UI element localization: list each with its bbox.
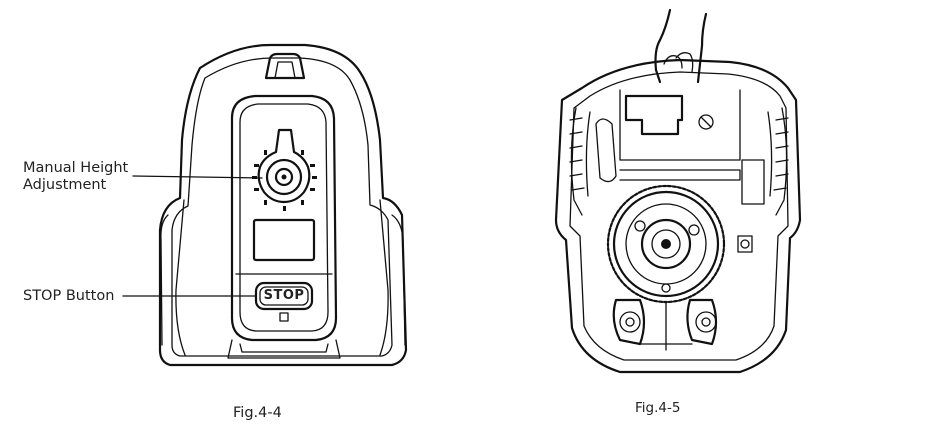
figure-caption: Fig.4-5 [635,400,681,416]
figure-4-4: STOP Manual Height Adjustment STOP Butto… [23,43,408,421]
figure-caption: Fig.4-4 [233,405,282,421]
callout-text-line1: Manual Height [23,160,129,176]
callout-manual-height-adjustment: Manual Height Adjustment [23,160,128,194]
mower-top-view-illustration [122,43,408,367]
callout-stop-button: STOP Button [23,288,114,305]
callout-line-height [132,175,263,179]
figure-4-5: Fig.4-5 [470,0,931,440]
callout-text-line2: Adjustment [23,177,107,193]
stop-button-text: STOP [263,288,305,303]
callout-text-line1: STOP Button [23,288,115,304]
mower-underside-view-illustration [554,8,802,374]
